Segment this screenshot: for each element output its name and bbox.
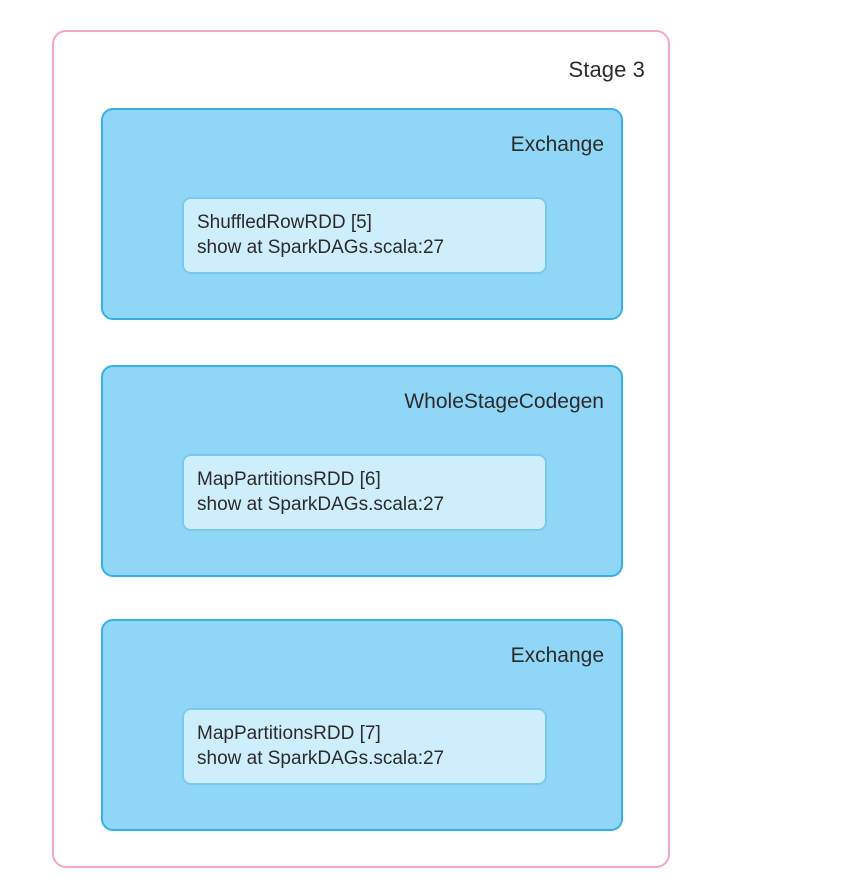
rdd-node-callsite: show at SparkDAGs.scala:27	[197, 494, 445, 515]
rdd-node-name: MapPartitionsRDD [7]	[197, 723, 381, 744]
rdd-node-callsite: show at SparkDAGs.scala:27	[197, 237, 445, 258]
operator-group-label: WholeStageCodegen	[404, 390, 604, 413]
operator-group-label: Exchange	[510, 133, 604, 156]
rdd-node-text: MapPartitionsRDD [7] show at SparkDAGs.s…	[197, 721, 444, 771]
stage-container[interactable]: Stage 3 Exchange ShuffledRowRDD [5] show…	[52, 30, 670, 868]
rdd-node-name: ShuffledRowRDD [5]	[197, 212, 372, 233]
operator-group-exchange-2[interactable]: Exchange MapPartitionsRDD [7] show at Sp…	[101, 619, 623, 831]
operator-group-exchange-1[interactable]: Exchange ShuffledRowRDD [5] show at Spar…	[101, 108, 623, 320]
operator-group-label: Exchange	[510, 644, 604, 667]
operator-group-wholestagecodegen[interactable]: WholeStageCodegen MapPartitionsRDD [6] s…	[101, 365, 623, 577]
rdd-node-mappartitionsrdd-6[interactable]: MapPartitionsRDD [6] show at SparkDAGs.s…	[182, 454, 547, 531]
stage-title: Stage 3	[568, 57, 645, 82]
rdd-node-mappartitionsrdd-7[interactable]: MapPartitionsRDD [7] show at SparkDAGs.s…	[182, 708, 547, 785]
rdd-node-shuffledrowrdd-5[interactable]: ShuffledRowRDD [5] show at SparkDAGs.sca…	[182, 197, 547, 274]
rdd-node-callsite: show at SparkDAGs.scala:27	[197, 748, 445, 769]
rdd-node-text: MapPartitionsRDD [6] show at SparkDAGs.s…	[197, 467, 444, 517]
rdd-node-name: MapPartitionsRDD [6]	[197, 469, 381, 490]
rdd-node-text: ShuffledRowRDD [5] show at SparkDAGs.sca…	[197, 210, 444, 260]
